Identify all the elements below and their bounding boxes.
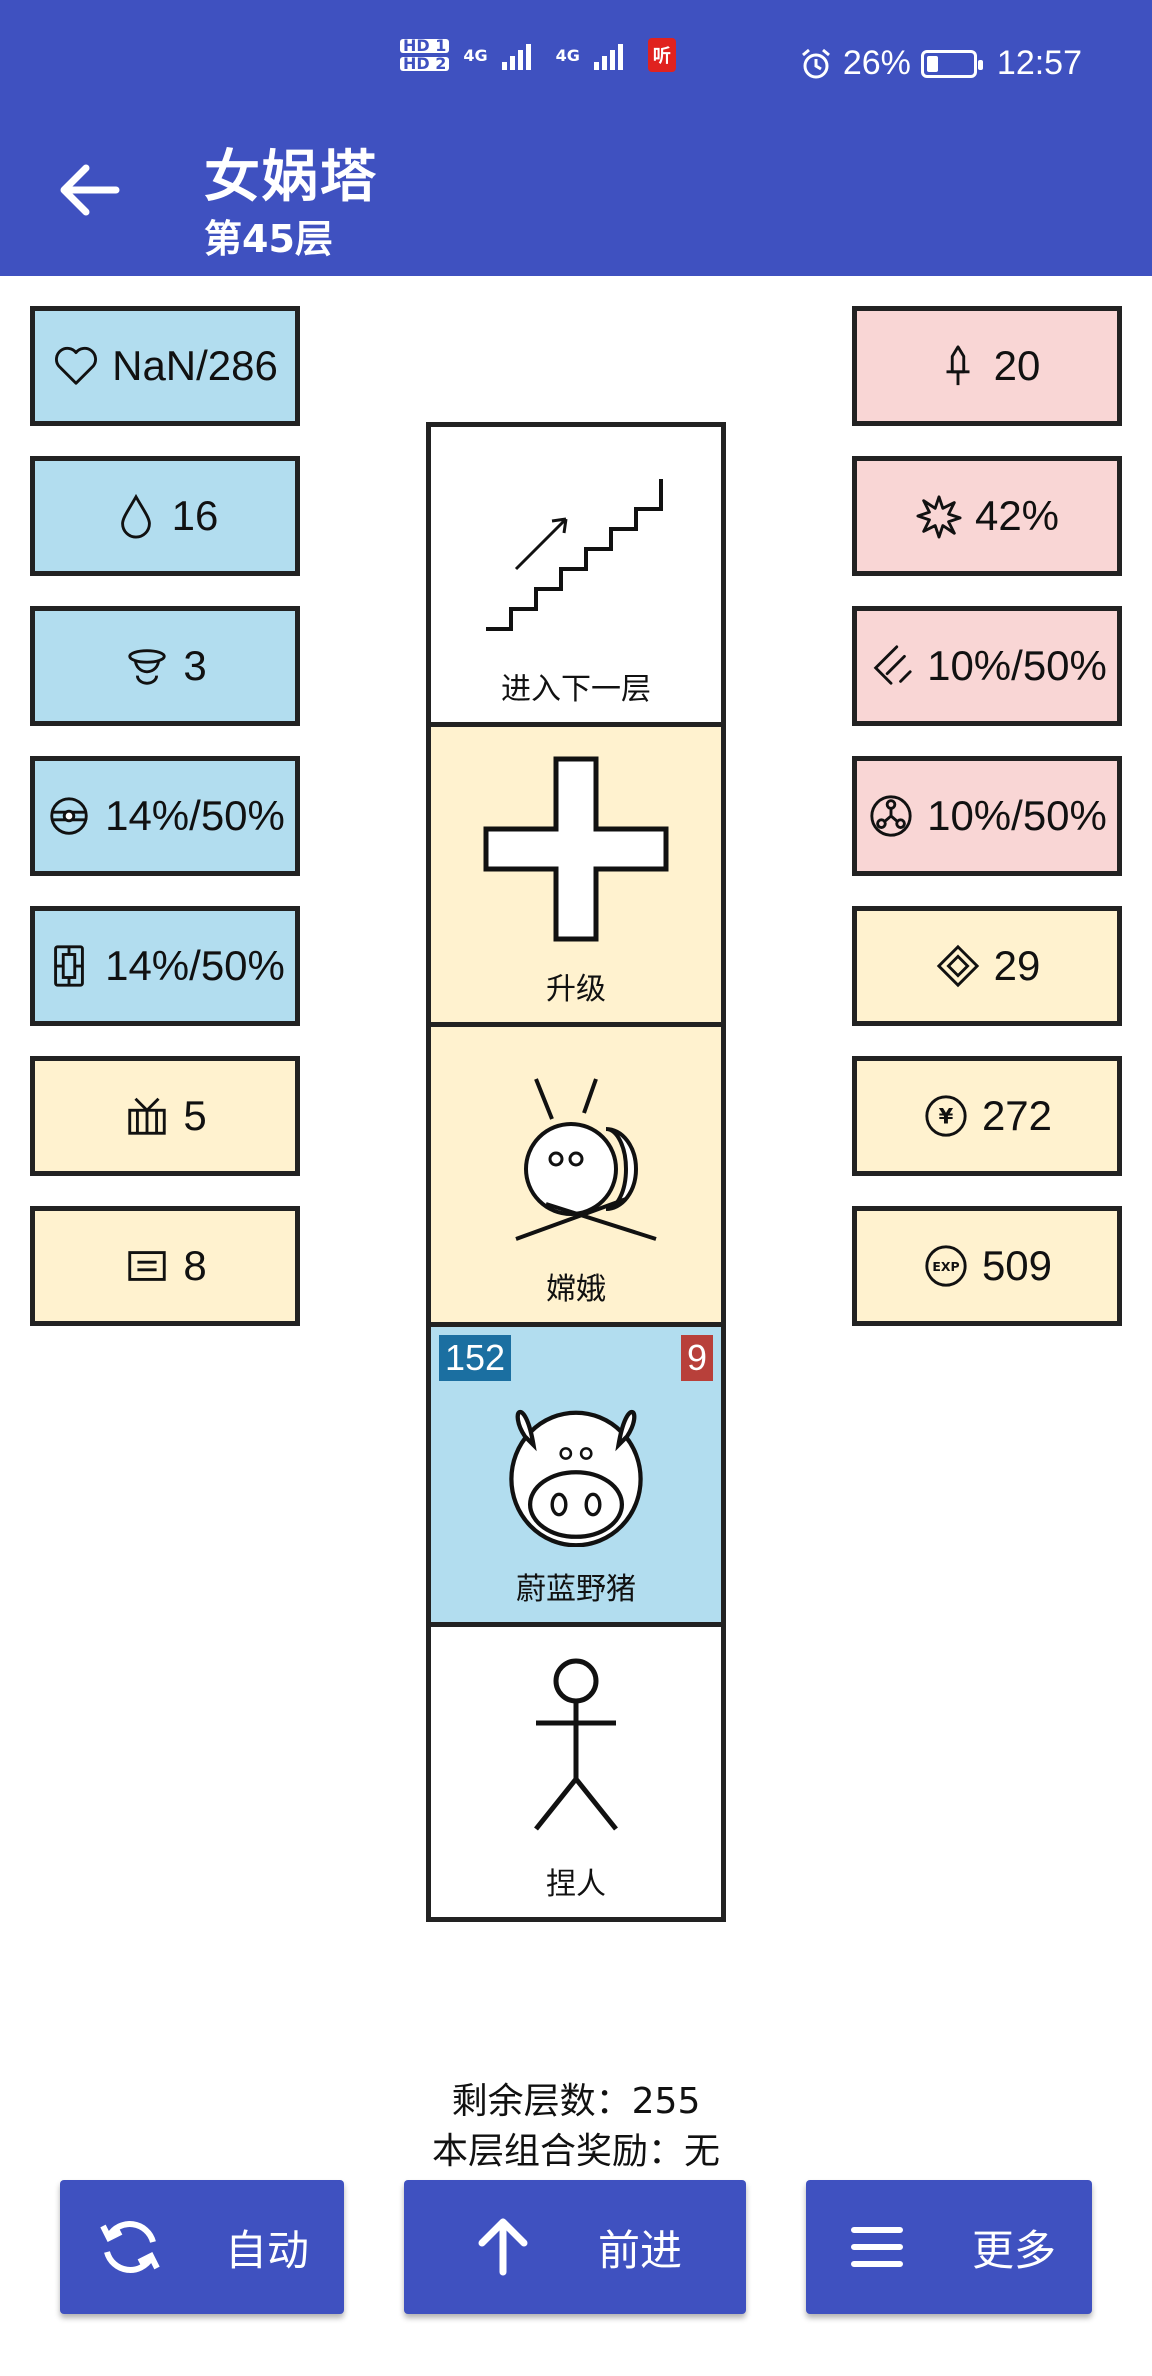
tile-label: 嫦娥 xyxy=(546,1272,606,1307)
more-label: 更多 xyxy=(971,2225,1056,2275)
combo-reward: 本层组合奖励：无 xyxy=(431,2131,720,2172)
signal-icon xyxy=(593,40,634,70)
floor-subtitle: 第45层 xyxy=(204,217,333,261)
more-button[interactable]: 更多 xyxy=(806,2180,1092,2314)
hd1-badge: HD 1 xyxy=(400,38,450,54)
hd-badges: HD 1 HD 2 xyxy=(400,38,450,72)
status-right: 26% 12:57 xyxy=(799,44,1082,83)
stat-box: 29 xyxy=(852,906,1122,1026)
column-tile[interactable]: 进入下一层 xyxy=(426,422,726,727)
stat-box: 42% xyxy=(852,456,1122,576)
svg-text:EXP: EXP xyxy=(932,1259,959,1274)
stat-box: NaN/286 xyxy=(30,306,300,426)
app-bar: HD 1 HD 2 4G 4G 听 26% 12:57 女娲塔 第45层 xyxy=(0,0,1152,276)
signal-indicators: HD 1 HD 2 4G 4G 听 xyxy=(400,38,676,72)
tile-label: 蔚蓝野猪 xyxy=(516,1572,636,1607)
forward-label: 前进 xyxy=(597,2225,682,2275)
stat-value: 272 xyxy=(981,1092,1053,1139)
stat-value: 20 xyxy=(993,342,1041,389)
plus-icon xyxy=(476,749,676,949)
stat-value: 42% xyxy=(974,492,1060,539)
clock: 12:57 xyxy=(996,44,1082,82)
stat-box: 14%/50% xyxy=(30,906,300,1026)
stat-value: 14%/50% xyxy=(105,792,285,839)
boar-icon xyxy=(491,1377,661,1548)
exp-icon: EXP xyxy=(922,1242,970,1290)
page-title: 女娲塔 xyxy=(204,145,378,210)
stat-value: 14%/50% xyxy=(105,942,285,989)
tile-label: 升级 xyxy=(546,972,606,1007)
triad-icon xyxy=(867,792,915,840)
svg-text:¥: ¥ xyxy=(939,1104,954,1129)
stat-box: 3 xyxy=(30,606,300,726)
tile-label: 捏人 xyxy=(546,1867,606,1902)
yen-coin-icon: ¥ xyxy=(922,1092,970,1140)
stat-value: 10%/50% xyxy=(927,792,1107,839)
alarm-icon xyxy=(801,48,830,78)
stat-value: 3 xyxy=(183,642,207,689)
stat-box: 10%/50% xyxy=(852,756,1122,876)
scroll-icon xyxy=(123,1242,171,1290)
menu-icon xyxy=(850,2227,903,2267)
stat-box: 10%/50% xyxy=(852,606,1122,726)
column-tile[interactable]: 蔚蓝野猪 152 9 xyxy=(426,1322,726,1627)
bee-icon xyxy=(476,1049,676,1249)
hd2-badge: HD 2 xyxy=(400,56,450,72)
slash-icon xyxy=(867,642,915,690)
column-tile[interactable]: 嫦娥 xyxy=(426,1022,726,1327)
shield-icon xyxy=(45,942,93,990)
network-type-1: 4G xyxy=(463,45,488,65)
stat-box: 16 xyxy=(30,456,300,576)
stat-box: 20 xyxy=(852,306,1122,426)
status-bar: HD 1 HD 2 4G 4G 听 26% 12:57 xyxy=(0,0,1152,130)
network-type-2: 4G xyxy=(555,45,580,65)
column-tile[interactable]: 升级 xyxy=(426,722,726,1027)
tile-label: 进入下一层 xyxy=(501,672,651,707)
enemy-hp-badge: 152 xyxy=(439,1335,512,1381)
burst-icon xyxy=(915,492,963,540)
enemy-attack-badge: 9 xyxy=(680,1335,713,1381)
stat-box: EXP 509 xyxy=(852,1206,1122,1326)
auto-label: 自动 xyxy=(224,2225,309,2275)
stick-figure-icon xyxy=(476,1649,676,1849)
remaining-floors: 剩余层数：255 xyxy=(451,2081,701,2122)
stat-value: 10%/50% xyxy=(927,642,1107,689)
stat-box: 14%/50% xyxy=(30,756,300,876)
forward-button[interactable]: 前进 xyxy=(404,2180,746,2314)
stat-box: ¥272 xyxy=(852,1056,1122,1176)
refresh-icon xyxy=(100,2221,160,2273)
stat-value: 5 xyxy=(183,1092,207,1139)
battery-icon xyxy=(920,49,983,78)
drop-icon xyxy=(112,492,160,540)
app-notification-icon: 听 xyxy=(647,38,676,72)
stat-value: 16 xyxy=(171,492,219,539)
stat-value: NaN/286 xyxy=(112,342,278,389)
stat-box: 5 xyxy=(30,1056,300,1176)
signal-icon xyxy=(501,40,542,70)
arrow-left-icon xyxy=(60,164,120,216)
chest-icon xyxy=(123,1092,171,1140)
stat-value: 29 xyxy=(993,942,1041,989)
sword-icon xyxy=(934,342,982,390)
gem-icon xyxy=(934,942,982,990)
stat-box: 8 xyxy=(30,1206,300,1326)
back-button[interactable] xyxy=(56,160,126,220)
auto-button[interactable]: 自动 xyxy=(60,2180,344,2314)
battery-percent: 26% xyxy=(842,44,911,82)
battery-level xyxy=(926,55,939,72)
helmet-icon xyxy=(123,642,171,690)
arrow-up-icon xyxy=(478,2218,528,2276)
stat-value: 8 xyxy=(183,1242,207,1289)
heart-icon xyxy=(52,342,100,390)
orb-icon xyxy=(45,792,93,840)
stairs-icon xyxy=(476,449,676,649)
column-tile[interactable]: 捏人 xyxy=(426,1622,726,1922)
stat-value: 509 xyxy=(981,1242,1053,1289)
